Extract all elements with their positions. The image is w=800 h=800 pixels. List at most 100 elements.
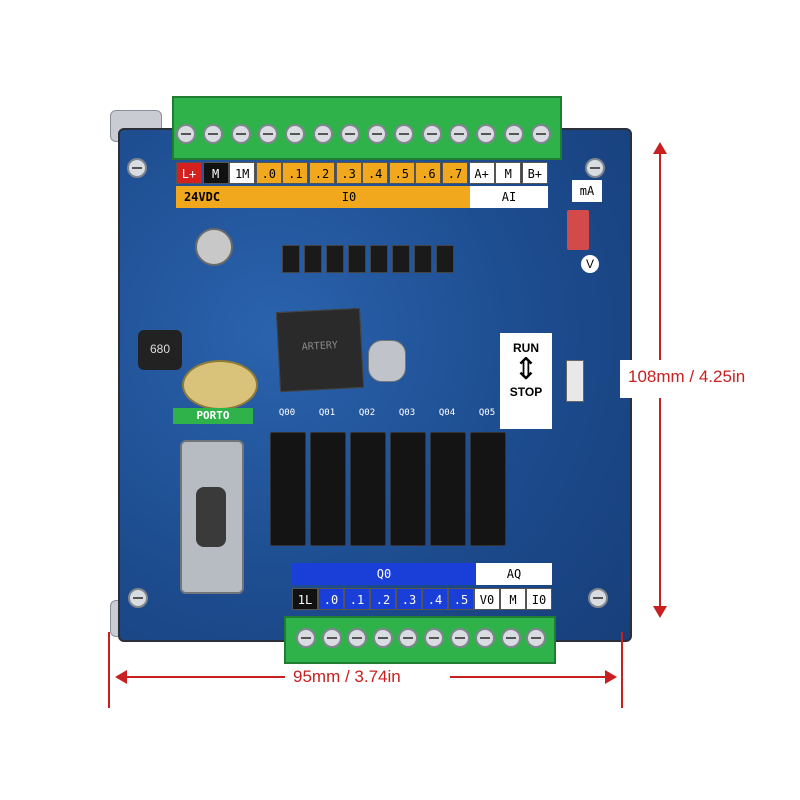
top-terminal-block	[172, 96, 562, 160]
porto-label: PORTO	[173, 408, 253, 424]
optocoupler-chip	[414, 245, 432, 273]
input-label: 1M	[229, 162, 256, 184]
terminal-screw[interactable]	[503, 124, 524, 144]
terminal-screw[interactable]	[296, 628, 316, 648]
terminal-screw[interactable]	[372, 628, 393, 648]
output-label: V0	[474, 588, 500, 610]
input-label: .5	[388, 162, 415, 184]
output-label: I0	[526, 588, 552, 610]
relay	[470, 432, 506, 546]
optocoupler-chip	[282, 245, 300, 273]
relay	[390, 432, 426, 546]
optocoupler-chip	[304, 245, 322, 273]
ma-label: mA	[572, 180, 602, 202]
terminal-screw[interactable]	[424, 628, 444, 648]
terminal-screw[interactable]	[367, 124, 388, 144]
terminal-screw[interactable]	[421, 124, 442, 144]
output-label: .4	[422, 588, 448, 610]
run-stop-panel: RUN ⇕ STOP	[500, 333, 552, 429]
db9-port	[196, 487, 226, 547]
q0-label: Q0	[292, 563, 476, 585]
optocoupler-chip	[392, 245, 410, 273]
mount-screw-top-left	[127, 158, 147, 178]
terminal-screw[interactable]	[500, 628, 521, 648]
optocoupler-chip	[326, 245, 344, 273]
mcu-chip-label: ARTERY	[301, 340, 339, 353]
optocoupler-chip	[436, 245, 454, 273]
optocoupler-chip	[370, 245, 388, 273]
terminal-screw[interactable]	[449, 628, 470, 648]
terminal-screw[interactable]	[398, 628, 419, 648]
input-label: .3	[335, 162, 362, 184]
mount-screw-top-right	[585, 158, 605, 178]
width-arrow-left-icon	[115, 670, 127, 684]
electrolytic-cap	[195, 228, 233, 266]
width-right-guide	[621, 632, 623, 708]
input-label: M	[495, 162, 522, 184]
stop-label: STOP	[509, 385, 543, 399]
aq-label: AQ	[476, 563, 552, 585]
terminal-screw[interactable]	[526, 628, 547, 648]
input-label: .2	[309, 162, 335, 184]
height-dimension-label: 108mm / 4.25in	[628, 367, 746, 386]
terminal-screw[interactable]	[347, 628, 368, 648]
output-label: .1	[344, 588, 370, 610]
dip-switch[interactable]	[567, 210, 589, 250]
terminal-screw[interactable]	[339, 124, 360, 144]
serial-db9-connector[interactable]	[180, 440, 244, 594]
terminal-screw[interactable]	[530, 124, 551, 144]
mount-screw-bottom-left	[128, 588, 148, 608]
input-label: A+	[468, 162, 495, 184]
input-label: .1	[282, 162, 309, 184]
input-label: M	[202, 162, 229, 184]
terminal-screw[interactable]	[285, 124, 306, 144]
mcu-chip: ARTERY	[275, 307, 365, 393]
input-label: .6	[415, 162, 442, 184]
output-label: 1L	[292, 588, 318, 610]
height-dimension-mask	[620, 360, 795, 398]
v-label: V	[581, 255, 599, 273]
relay-label: Q00	[278, 408, 296, 418]
terminal-screw[interactable]	[176, 124, 196, 144]
terminal-screw[interactable]	[321, 628, 342, 648]
terminal-screw[interactable]	[394, 124, 415, 144]
height-arrow-up-icon	[653, 142, 667, 154]
terminal-screw[interactable]	[203, 124, 224, 144]
input-label: L+	[176, 162, 202, 184]
output-label: .2	[370, 588, 396, 610]
terminal-screw[interactable]	[475, 628, 496, 648]
output-label: .5	[448, 588, 474, 610]
ai-label: AI	[470, 186, 548, 208]
height-arrow-down-icon	[653, 606, 667, 618]
run-stop-switch[interactable]	[566, 360, 584, 402]
output-label: .3	[396, 588, 422, 610]
run-stop-arrow-icon: ⇕	[513, 353, 539, 386]
width-arrow-right-icon	[605, 670, 617, 684]
relay-label: Q02	[358, 408, 376, 418]
crystal	[368, 340, 406, 382]
relay-label: Q01	[318, 408, 336, 418]
width-dimension-label: 95mm / 3.74in	[293, 667, 401, 686]
relay-label: Q03	[398, 408, 416, 418]
relay-label: Q05	[478, 408, 496, 418]
io-label: I0	[228, 186, 470, 208]
input-label: .7	[442, 162, 468, 184]
terminal-screw[interactable]	[476, 124, 497, 144]
relay-label: Q04	[438, 408, 456, 418]
output-label: .0	[318, 588, 344, 610]
inductor-label: 680	[149, 342, 171, 356]
relay	[270, 432, 306, 546]
relay	[350, 432, 386, 546]
input-label: B+	[521, 162, 548, 184]
terminal-screw[interactable]	[230, 124, 251, 144]
optocoupler-chip	[348, 245, 366, 273]
relay	[430, 432, 466, 546]
inductor: 680	[138, 330, 182, 370]
output-label: M	[500, 588, 526, 610]
terminal-screw[interactable]	[257, 124, 278, 144]
terminal-screw[interactable]	[449, 124, 469, 144]
mount-screw-bottom-right	[588, 588, 608, 608]
input-label: .0	[255, 162, 282, 184]
input-label: .4	[362, 162, 389, 184]
terminal-screw[interactable]	[312, 124, 333, 144]
